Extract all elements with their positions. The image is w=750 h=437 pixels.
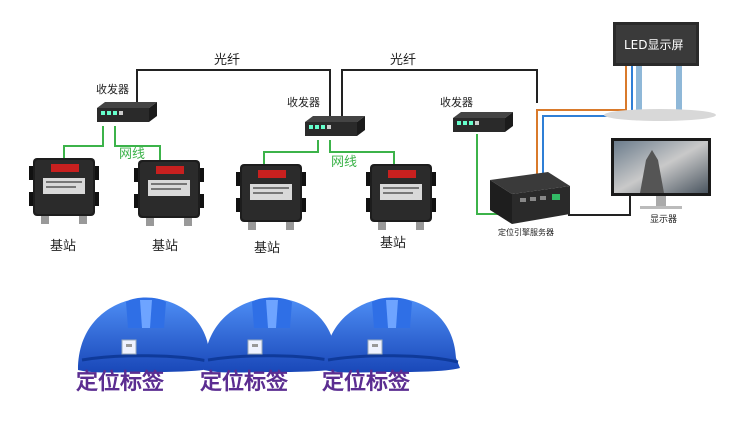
led-screen-label: LED显示屏 bbox=[624, 38, 684, 52]
fiber-label-left: 光纤 bbox=[214, 53, 240, 68]
transceiver-server-link bbox=[476, 134, 500, 215]
server bbox=[490, 172, 570, 224]
tag-1-label: 定位标签 bbox=[76, 369, 165, 395]
tag-2-label: 定位标签 bbox=[200, 369, 289, 395]
base-station-2 bbox=[134, 160, 204, 226]
helmet-2 bbox=[202, 296, 342, 374]
fiber-label-right: 光纤 bbox=[390, 53, 416, 68]
base-station-1 bbox=[29, 158, 99, 224]
monitor-label: 显示器 bbox=[650, 214, 677, 225]
base-station-3 bbox=[236, 164, 306, 230]
server-monitor-link bbox=[568, 196, 631, 216]
network-links-left bbox=[63, 126, 161, 160]
transceiver-1 bbox=[97, 102, 157, 122]
monitor bbox=[611, 138, 711, 209]
transceiver-3 bbox=[453, 112, 513, 132]
transceiver-3-label: 收发器 bbox=[440, 95, 473, 109]
base-station-4-label: 基站 bbox=[380, 236, 406, 251]
fiber-links bbox=[136, 69, 538, 116]
tag-3-label: 定位标签 bbox=[322, 369, 411, 395]
base-station-4 bbox=[366, 164, 436, 230]
transceiver-2-label: 收发器 bbox=[287, 95, 320, 109]
network-cable-label-right: 网线 bbox=[331, 155, 357, 170]
network-cable-label-left: 网线 bbox=[119, 147, 145, 162]
led-screen bbox=[604, 22, 716, 121]
helmet-1 bbox=[76, 296, 216, 374]
server-label: 定位引擎服务器 bbox=[498, 227, 554, 237]
base-station-3-label: 基站 bbox=[254, 241, 280, 256]
helmet-3 bbox=[322, 296, 462, 374]
base-station-2-label: 基站 bbox=[152, 239, 178, 254]
led-links bbox=[536, 66, 633, 186]
transceiver-2 bbox=[305, 116, 365, 136]
transceiver-1-label: 收发器 bbox=[96, 82, 129, 96]
base-station-1-label: 基站 bbox=[50, 239, 76, 254]
network-links-right bbox=[263, 140, 395, 164]
